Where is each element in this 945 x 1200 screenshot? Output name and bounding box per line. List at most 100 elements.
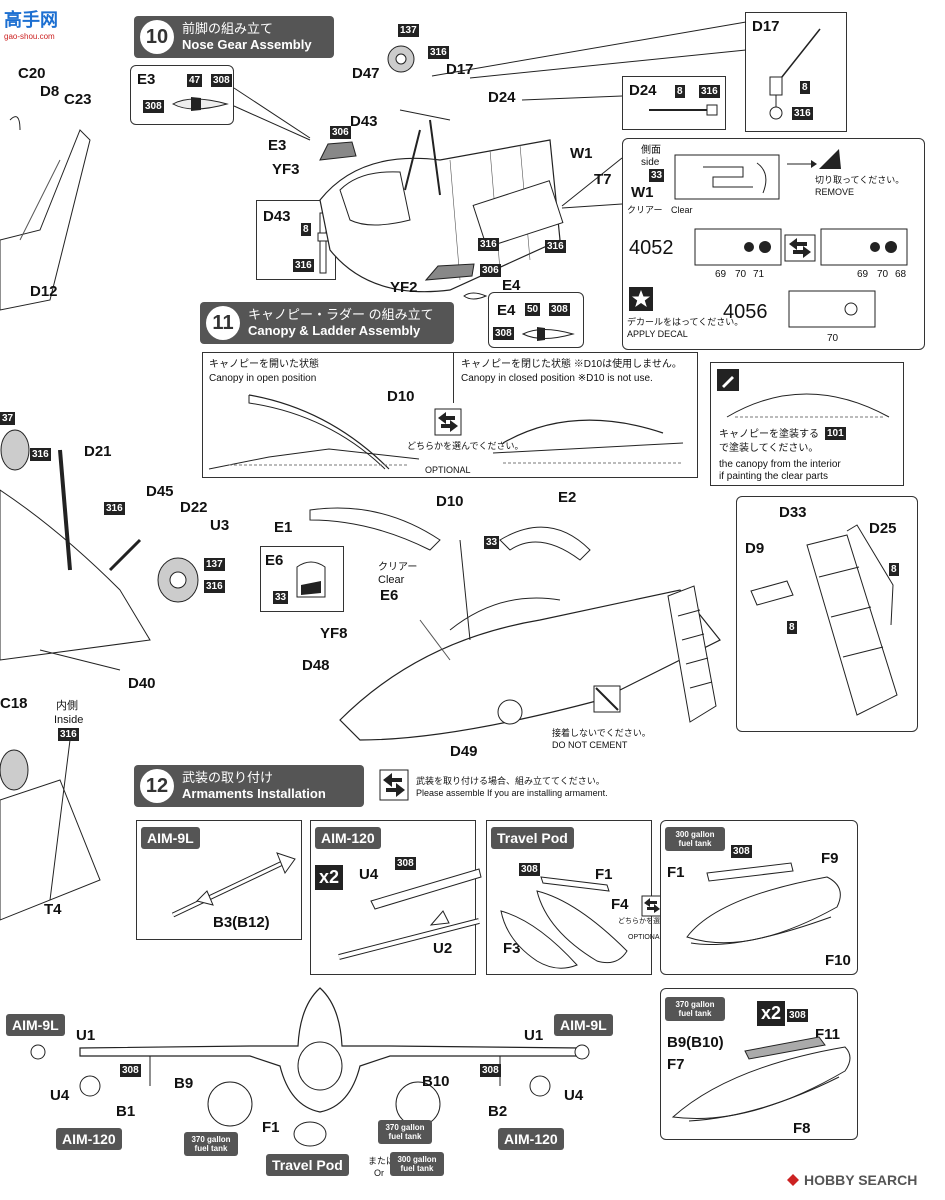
decal-panel-c	[788, 290, 876, 328]
paint-code-316: 316	[204, 580, 225, 593]
label-u4-left: U4	[50, 1087, 70, 1104]
label-f8: F8	[793, 1120, 811, 1137]
e4-box-title: E4	[497, 302, 516, 319]
label-yf8: YF8	[320, 625, 348, 642]
bottom-tank370-right: 370 gallon fuel tank	[378, 1120, 432, 1144]
inside-label-en: Inside	[54, 714, 84, 726]
label-d22: D22	[180, 499, 208, 516]
paint-code-137: 137	[204, 558, 225, 571]
label-f1-tank: F1	[667, 864, 685, 881]
bottom-aim9l-right: AIM-9L	[554, 1014, 613, 1036]
side-detail-box: 側面 side 33 W1 クリアー Clear 切り取ってください。 REMO…	[622, 138, 925, 350]
swap-arrows-icon	[379, 769, 409, 801]
d17-leader-line	[431, 21, 747, 79]
remove-label-en: REMOVE	[815, 187, 855, 197]
variant-4056: 4056	[723, 301, 768, 323]
bottom-aim120-left: AIM-120	[56, 1128, 122, 1150]
label-d10: D10	[436, 493, 464, 510]
canopy-position-box: キャノピーを開いた状態 Canopy in open position D10 …	[202, 352, 698, 478]
label-f1-bottom: F1	[262, 1119, 280, 1136]
clear-en: Clear	[378, 574, 405, 586]
paint-code-308: 308	[395, 857, 416, 870]
label-w1: W1	[570, 145, 593, 162]
label-yf2: YF2	[390, 279, 418, 296]
label-w1-side: W1	[631, 184, 654, 201]
decal-69: 69	[857, 269, 869, 280]
aim120-box: AIM-120 x2 308 U4 U2	[310, 820, 482, 975]
label-e3: E3	[268, 137, 287, 154]
step12-title-jp: 武装の取り付け	[182, 770, 274, 786]
label-d33: D33	[779, 504, 807, 521]
step10-title-en: Nose Gear Assembly	[182, 37, 312, 52]
label-b1: B1	[116, 1103, 136, 1120]
label-d47: D47	[352, 65, 380, 82]
d17-detail-box: D17 8 316	[745, 12, 847, 132]
clear-jp: クリアー	[378, 562, 418, 573]
ladder-side-illustration	[667, 585, 717, 723]
label-b9: B9	[174, 1075, 194, 1092]
paint-canopy-en2: if painting the clear parts	[719, 471, 828, 482]
label-d43: D43	[350, 113, 378, 130]
paint-code-316: 316	[58, 728, 79, 741]
paint-code-137: 137	[398, 24, 419, 37]
remove-label-jp: 切り取ってください。	[815, 175, 905, 185]
w1-panel-illustration	[674, 154, 780, 200]
paint-code-33: 33	[484, 536, 500, 549]
aim9l-box: AIM-9L B3(B12)	[136, 820, 302, 940]
paint-code-316: 316	[104, 502, 125, 515]
d24-leader-line	[521, 95, 623, 101]
paint-code-308: 308	[731, 845, 752, 858]
paint-code-37: 37	[0, 412, 16, 425]
paint-canopy-en1: the canopy from the interior	[719, 459, 841, 470]
arrow-icon	[787, 160, 817, 168]
paint-code-308: 308	[549, 303, 570, 316]
paint-code-308: 308	[120, 1064, 141, 1077]
aim9l-missile-illustration	[171, 852, 296, 918]
decal-70: 70	[827, 333, 839, 344]
step12-note-jp: 武装を取り付ける場合、組み立ててください。	[416, 776, 605, 786]
clear-label-jp: クリアー	[627, 205, 663, 215]
watermark-sub: gao-shou.com	[4, 32, 55, 41]
bottom-travel-pod: Travel Pod	[266, 1154, 349, 1176]
label-d17: D17	[446, 61, 474, 78]
clear-label-en: Clear	[671, 205, 693, 215]
hobby-search-icon	[787, 1174, 799, 1186]
paint-code-50: 50	[525, 303, 541, 316]
d24-part-illustration	[649, 104, 718, 116]
d17-part-illustration	[769, 28, 821, 120]
paint-canopy-box: キャノピーを塗装する 101 で塗装してください。 the canopy fro…	[710, 362, 904, 486]
apply-decal-icon	[629, 287, 653, 311]
yf3-part-icon	[319, 141, 357, 161]
decal-70: 70	[877, 269, 889, 280]
decal-panel-a	[694, 228, 782, 266]
e6-box-title: E6	[265, 552, 284, 569]
label-d8: D8	[40, 83, 60, 100]
paint-code-33: 33	[273, 591, 289, 604]
main-gear-illustration	[0, 429, 199, 671]
label-t4: T4	[44, 901, 62, 918]
label-e4: E4	[502, 277, 521, 294]
label-d12: D12	[30, 283, 58, 300]
paint-code-308: 308	[787, 1009, 808, 1022]
e3-box-title: E3	[137, 71, 156, 88]
step11-number: 11	[206, 306, 240, 340]
label-c23: C23	[64, 91, 92, 108]
cut-icon	[819, 149, 841, 169]
travel-pod-box: Travel Pod 308 F1 F4 F3	[486, 820, 652, 975]
label-b2: B2	[488, 1103, 508, 1120]
label-e2: E2	[558, 489, 577, 506]
label-u3: U3	[210, 517, 230, 534]
step12-title-en: Armaments Installation	[182, 786, 326, 801]
e6-detail-box: E6 33	[260, 546, 344, 612]
ladder-detail-box: D33 D25 D9 8 8	[736, 496, 918, 732]
swap-arrows-icon	[641, 895, 663, 917]
watermark-logo-text: 高手网	[4, 10, 58, 31]
label-d40: D40	[128, 675, 156, 692]
paint-code-47: 47	[187, 74, 203, 87]
step12-note-en: Please assemble If you are installing ar…	[416, 788, 608, 798]
label-d10-open: D10	[387, 388, 415, 405]
aim120-quantity: x2	[315, 865, 344, 890]
do-not-cement-en: DO NOT CEMENT	[552, 740, 628, 750]
canopy-closed-en: Canopy in closed position ※D10 is not us…	[461, 373, 653, 384]
canopy-closed-illustration	[492, 419, 684, 464]
